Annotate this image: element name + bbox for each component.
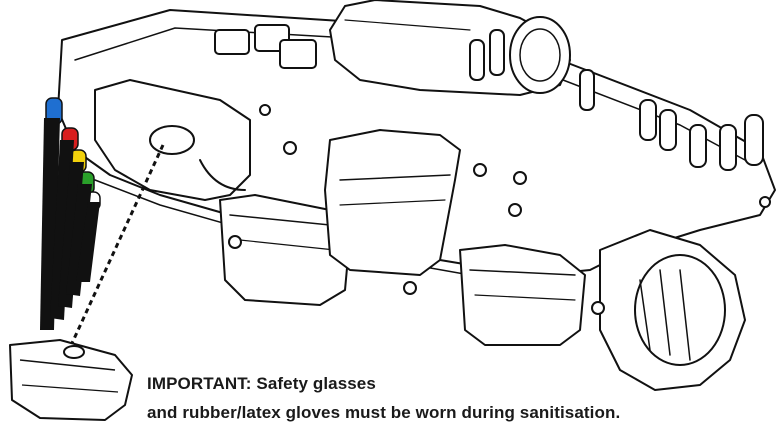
- black-tubes: [40, 118, 100, 330]
- top-fittings: [214, 24, 764, 171]
- pump-head-3: [324, 129, 461, 276]
- removed-pump-cover: [9, 339, 133, 421]
- warning-line-2: and rubber/latex gloves must be worn dur…: [147, 403, 621, 422]
- end-cap: [599, 229, 746, 391]
- pump-head-4: [459, 244, 586, 346]
- removal-guide-line: [66, 144, 165, 353]
- bolts: [228, 104, 771, 315]
- motor-cylinder: [329, 0, 571, 96]
- safety-warning: IMPORTANT: Safety glasses and rubber/lat…: [147, 369, 777, 427]
- warning-line-1: IMPORTANT: Safety glasses: [147, 374, 376, 393]
- pump-head-2: [219, 194, 351, 306]
